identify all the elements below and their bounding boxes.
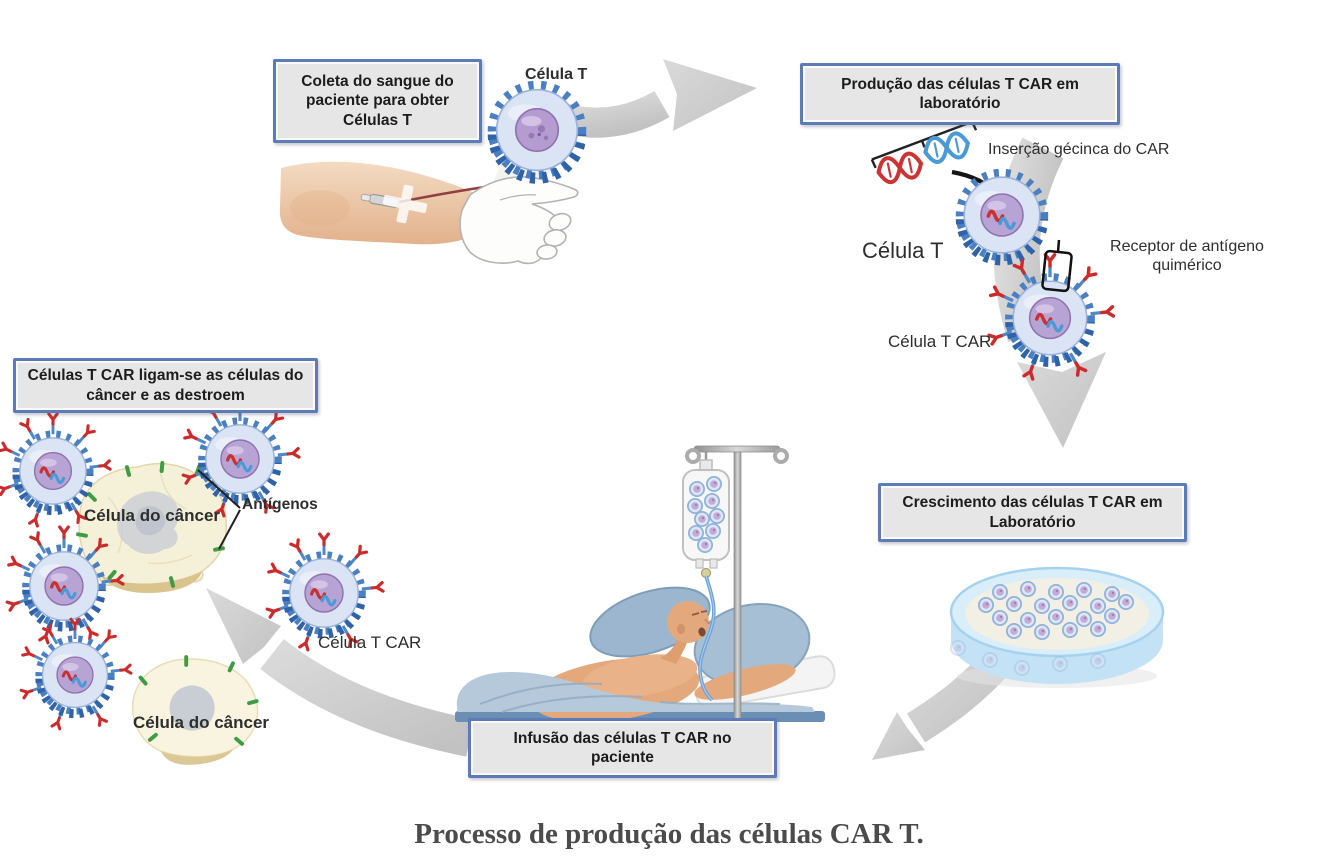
step-box-crescimento: Crescimento das células T CAR em Laborat… (878, 483, 1187, 542)
arm-blood-draw-illustration (279, 150, 579, 265)
flow-arrow-infuse-to-attack (206, 588, 474, 757)
label-receptor-quimerico: Receptor de antígeno quimérico (1110, 238, 1264, 275)
blanket (456, 672, 815, 713)
label-insercao-genica: Inserção gécinca do CAR (988, 141, 1170, 158)
iv-tube (698, 575, 716, 702)
cancer-cell-top (74, 460, 228, 594)
step-box-crescimento-label: Crescimento das células T CAR em Laborat… (902, 494, 1163, 531)
step-box-producao: Produção das células T CAR em laboratóri… (800, 63, 1120, 125)
step-box-producao-label: Produção das células T CAR em laboratóri… (841, 75, 1079, 112)
car-t-cell (7, 527, 123, 643)
label-celula-t-top: Célula T (525, 66, 588, 83)
car-t-cell (21, 619, 131, 729)
receptor-callout-frame (1041, 239, 1073, 293)
iv-bag (682, 459, 730, 579)
medical-tape (382, 184, 428, 224)
label-celula-t-car-right: Célula T CAR (888, 332, 992, 351)
step-box-destruicao-label: Células T CAR ligam-se as células do cân… (27, 367, 304, 404)
hand (459, 176, 579, 265)
step-box-coleta: Coleta do sangue do paciente para obter … (273, 59, 482, 143)
cancer-cell-bottom (131, 654, 260, 766)
cancer-attack-illustration (0, 400, 383, 766)
step-box-coleta-label: Coleta do sangue do paciente para obter … (301, 72, 454, 129)
step-box-infusao: Infusão das células T CAR no paciente (468, 718, 777, 778)
label-celula-cancer-top: Célula do câncer (84, 506, 221, 525)
patient-bed-iv-illustration (455, 445, 836, 756)
label-celula-t-car-left: Célula T CAR (318, 633, 422, 652)
t-cell-illustration-top (493, 86, 580, 178)
antigen-callout-lines (197, 469, 241, 550)
label-celula-cancer-bottom: Célula do câncer (133, 713, 270, 732)
petri-dish-illustration (949, 566, 1165, 688)
flow-arrow-collect-to-produce (555, 59, 757, 138)
label-celula-t-right: Célula T (862, 238, 944, 263)
step-box-destruicao: Células T CAR ligam-se as células do cân… (13, 358, 318, 413)
step-box-infusao-label: Infusão das células T CAR no paciente (513, 729, 732, 766)
figure-caption: Processo de produção das células CAR T. (414, 818, 924, 850)
label-antigenos: Antígenos (242, 496, 318, 513)
